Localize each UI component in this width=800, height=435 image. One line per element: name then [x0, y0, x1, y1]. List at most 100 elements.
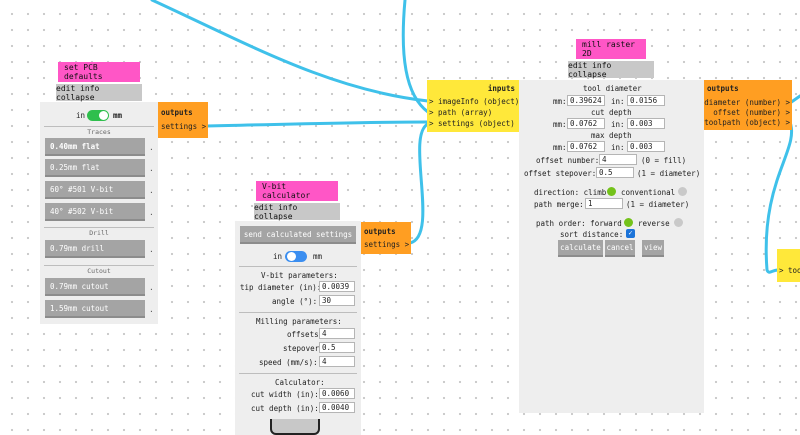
- drill-section-label: Drill: [89, 229, 109, 237]
- unit-mm-label: mm: [313, 252, 323, 261]
- cut-depth-in-input[interactable]: 0.003: [627, 118, 665, 129]
- offset-output-port[interactable]: offset (number) >: [713, 108, 790, 117]
- max-depth-heading: max depth: [591, 131, 632, 140]
- cutout-section-label: Cutout: [87, 267, 111, 275]
- cut-depth-label: cut depth (in):: [251, 404, 319, 413]
- mm-label: mm:: [553, 97, 567, 106]
- outputs-title: outputs: [707, 84, 739, 93]
- offsets-label: offsets:: [287, 330, 324, 339]
- dot: .: [149, 283, 154, 292]
- send-calculated-settings-button[interactable]: send calculated settings: [240, 226, 356, 242]
- angle-input[interactable]: 30: [319, 295, 355, 306]
- tip-diameter-label: tip diameter (in):: [240, 283, 322, 292]
- direction-label: direction: climb: [534, 188, 607, 197]
- preset-0-79mm-cutout-button[interactable]: 0.79mm cutout: [45, 278, 145, 294]
- in-label: in:: [611, 143, 625, 152]
- dot: .: [149, 245, 154, 254]
- dot: .: [149, 208, 154, 217]
- stepover-label: stepover:: [283, 344, 324, 353]
- dot: .: [149, 143, 154, 152]
- vbit-calculator-title[interactable]: V-bit calculator: [256, 181, 338, 201]
- pcb-defaults-title[interactable]: set PCB defaults: [58, 62, 140, 82]
- unit-mm-label: mm: [113, 111, 123, 120]
- speed-label: speed (mm/s):: [259, 358, 318, 367]
- pcb-defaults-panel: in mm Traces 0.40mm flat . 0.25mm flat .…: [40, 102, 158, 324]
- tool-input-port[interactable]: > tool: [779, 266, 800, 275]
- view-button[interactable]: view: [642, 240, 664, 255]
- direction-conventional-radio[interactable]: [678, 187, 687, 196]
- offset-number-input[interactable]: 4: [599, 154, 637, 165]
- preset-40-vbit-button[interactable]: 40° #502 V-bit: [45, 203, 145, 219]
- sort-distance-checkbox[interactable]: ✓: [626, 229, 635, 238]
- dot: .: [149, 186, 154, 195]
- tool-diameter-in-input[interactable]: 0.0156: [627, 95, 665, 106]
- cut-depth-mm-input[interactable]: 0.0762: [567, 118, 605, 129]
- max-depth-mm-input[interactable]: 0.0762: [567, 141, 605, 152]
- calculator-heading: Calculator:: [275, 378, 325, 387]
- tip-diameter-input[interactable]: 0.0039: [319, 281, 355, 292]
- direction-climb-radio[interactable]: [607, 187, 616, 196]
- path-input-port[interactable]: > path (array): [429, 108, 493, 117]
- vbit-calculator-panel: send calculated settings in mm V-bit par…: [235, 221, 361, 435]
- unit-in-label: in: [76, 111, 86, 120]
- path-order-reverse-radio[interactable]: [674, 218, 683, 227]
- conventional-label: conventional: [621, 188, 676, 197]
- imageinfo-input-port[interactable]: > imageInfo (object): [429, 97, 520, 106]
- path-order-label: path order: forward: [536, 219, 622, 228]
- mill-outputs: outputs diameter (number) > offset (numb…: [704, 80, 792, 130]
- sort-distance-label: sort distance:: [560, 230, 624, 239]
- pcb-defaults-edit-bar[interactable]: edit info collapse: [56, 84, 142, 102]
- preset-60-vbit-button[interactable]: 60° #501 V-bit: [45, 181, 145, 197]
- cancel-button[interactable]: cancel: [605, 240, 635, 255]
- wire-vbit-settings: [408, 122, 430, 245]
- pcb-outputs: outputs settings >: [158, 102, 208, 138]
- vbit-settings-output-port[interactable]: settings >: [364, 240, 410, 249]
- mill-raster-panel: tool diameter mm: 0.39624 in: 0.0156 cut…: [519, 80, 704, 413]
- mill-inputs: inputs > imageInfo (object) > path (arra…: [427, 80, 519, 132]
- preset-0-40mm-flat-button[interactable]: 0.40mm flat: [45, 138, 145, 154]
- angle-label: angle (°):: [272, 297, 318, 306]
- offset-number-hint: (0 = fill): [641, 156, 687, 165]
- mill-raster-title[interactable]: mill raster 2D: [576, 39, 646, 59]
- max-depth-in-input[interactable]: 0.003: [627, 141, 665, 152]
- path-order-forward-radio[interactable]: [624, 218, 633, 227]
- wire-pcb-settings: [205, 120, 430, 128]
- preset-0-79mm-drill-button[interactable]: 0.79mm drill: [45, 240, 145, 256]
- offset-stepover-input[interactable]: 0.5: [596, 167, 634, 178]
- speed-input[interactable]: 4: [319, 356, 355, 367]
- calculate-button[interactable]: calculate: [558, 240, 603, 255]
- preset-0-25mm-flat-button[interactable]: 0.25mm flat: [45, 159, 145, 175]
- mm-label: mm:: [553, 143, 567, 152]
- outputs-title: outputs: [161, 108, 193, 117]
- unit-toggle[interactable]: [285, 251, 307, 262]
- outputs-title: outputs: [364, 227, 396, 236]
- vbit-outputs: outputs settings >: [361, 222, 411, 254]
- diameter-output-port[interactable]: diameter (number) >: [704, 98, 790, 107]
- vbit-calculator-edit-bar[interactable]: edit info collapse: [254, 203, 340, 221]
- path-merge-hint: (1 = diameter): [626, 200, 690, 209]
- offset-stepover-label: offset stepover:: [524, 169, 597, 178]
- offset-number-label: offset number:: [536, 156, 600, 165]
- vbit-diagram: [270, 419, 320, 435]
- wire-top-to-path: [401, 0, 430, 114]
- traces-section-label: Traces: [87, 128, 111, 136]
- path-merge-input[interactable]: 1: [585, 198, 623, 209]
- settings-input-port[interactable]: > settings (object): [429, 119, 515, 128]
- stepover-input[interactable]: 0.5: [319, 342, 355, 353]
- inputs-title: inputs: [487, 84, 515, 93]
- preset-1-59mm-cutout-button[interactable]: 1.59mm cutout: [45, 300, 145, 316]
- pcb-settings-output-port[interactable]: settings >: [161, 122, 207, 131]
- mill-raster-edit-bar[interactable]: edit info collapse: [568, 61, 654, 79]
- offset-stepover-hint: (1 = diameter): [637, 169, 701, 178]
- tool-diameter-mm-input[interactable]: 0.39624: [567, 95, 605, 106]
- dot: .: [149, 164, 154, 173]
- tool-diameter-heading: tool diameter: [583, 84, 642, 93]
- toolpath-output-port[interactable]: toolpath (object) >: [704, 118, 790, 127]
- offsets-input[interactable]: 4: [319, 328, 355, 339]
- unit-toggle[interactable]: [87, 110, 109, 121]
- unit-in-label: in: [273, 252, 283, 261]
- in-label: in:: [611, 97, 625, 106]
- in-label: in:: [611, 120, 625, 129]
- cut-depth-output: 0.0040: [319, 402, 355, 413]
- right-node-inputs: > tool: [777, 249, 800, 282]
